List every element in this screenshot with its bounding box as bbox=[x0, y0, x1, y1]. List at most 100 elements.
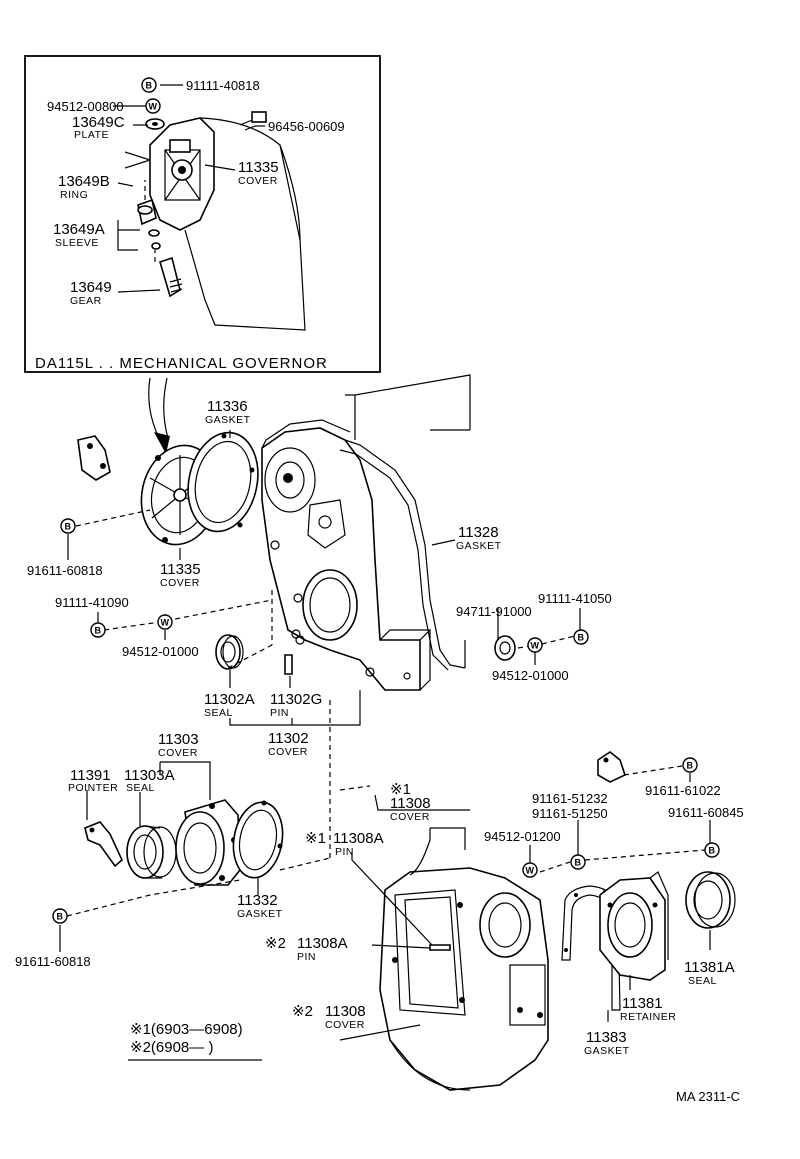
flywheel-housing-11308-drawing bbox=[379, 867, 549, 1091]
seal-11381A-drawing bbox=[685, 871, 736, 929]
part-11302G-number: 11302G bbox=[270, 691, 322, 708]
part-11302A-name: SEAL bbox=[204, 707, 233, 719]
bracket-drawing bbox=[77, 435, 111, 481]
svg-text:W: W bbox=[526, 866, 535, 876]
svg-text:B: B bbox=[95, 626, 102, 636]
part-96456-00609-number: 96456-00609 bbox=[268, 119, 345, 134]
part-11336-name: GASKET bbox=[205, 414, 251, 426]
legend-row-2: ※2(6908— ) bbox=[130, 1039, 213, 1056]
part-11328-number: 11328 bbox=[458, 524, 499, 541]
part-11308A-1-number: 11308A bbox=[333, 830, 384, 847]
inset-pointer-arrow bbox=[148, 377, 161, 441]
part-11308A-2-name: PIN bbox=[297, 951, 316, 963]
svg-text:B: B bbox=[709, 846, 716, 856]
part-11308-2-name: COVER bbox=[325, 1019, 365, 1031]
part-94512-01000-b-number: 94512-01000 bbox=[492, 668, 569, 683]
bolt-callout-icon: B bbox=[141, 77, 157, 93]
part-11335-name: COVER bbox=[160, 577, 200, 589]
svg-text:B: B bbox=[146, 81, 153, 91]
part-11308A-1-name: PIN bbox=[335, 846, 354, 858]
part-13649C-name: PLATE bbox=[74, 129, 109, 141]
svg-text:W: W bbox=[531, 641, 540, 651]
part-91111-40818-number: 91111-40818 bbox=[186, 78, 260, 93]
bolt-callout-icon: B bbox=[682, 757, 698, 773]
part-11381-name: RETAINER bbox=[620, 1011, 676, 1023]
part-11308A-series2-label: ※2 11308A PIN bbox=[265, 935, 348, 963]
part-94512-01000-a-number: 94512-01000 bbox=[122, 644, 199, 659]
part-94512-01200-number: 94512-01200 bbox=[484, 829, 561, 844]
legend-row-1: ※1(6903—6908) bbox=[130, 1021, 243, 1038]
washer-callout-icon: W bbox=[145, 98, 161, 114]
washer-callout-icon: W bbox=[527, 637, 543, 653]
part-11335-inset-number: 11335 bbox=[238, 159, 279, 176]
drawing-id: MA 2311-C bbox=[676, 1089, 740, 1104]
inset-sleeve-gear-drawing bbox=[117, 180, 183, 298]
part-11383-number: 11383 bbox=[586, 1029, 627, 1046]
part-11308-1-name: COVER bbox=[390, 811, 430, 823]
part-11336-number: 11336 bbox=[207, 398, 248, 415]
series-1-mark: ※1 bbox=[390, 781, 411, 798]
part-13649B-number: 13649B bbox=[58, 173, 110, 190]
part-11302-number: 11302 bbox=[268, 730, 309, 747]
washer-callout-icon: W bbox=[157, 614, 173, 630]
part-13649-number: 13649 bbox=[70, 279, 112, 296]
timing-gear-case-drawing bbox=[77, 374, 516, 691]
part-11308A-series1-label: ※1 11308A PIN bbox=[305, 830, 384, 858]
part-94512-00800-number: 94512-00800 bbox=[47, 99, 124, 114]
bolt-callout-icon: B bbox=[60, 518, 76, 534]
part-11328-name: GASKET bbox=[456, 540, 502, 552]
inset-frame bbox=[24, 55, 381, 373]
svg-text:B: B bbox=[57, 912, 64, 922]
svg-text:B: B bbox=[575, 858, 582, 868]
part-11383-name: GASKET bbox=[584, 1045, 630, 1057]
pointer-11391-drawing bbox=[84, 821, 123, 868]
svg-text:B: B bbox=[65, 522, 72, 532]
cover-11302-drawing bbox=[261, 427, 421, 691]
series-1-mark: ※1 bbox=[305, 830, 326, 847]
svg-text:W: W bbox=[149, 102, 158, 112]
svg-text:W: W bbox=[161, 618, 170, 628]
part-13649B-name: RING bbox=[60, 189, 88, 201]
part-11303-number: 11303 bbox=[158, 731, 199, 748]
gasket-11336-drawing bbox=[187, 431, 259, 533]
part-11391-number: 11391 bbox=[70, 767, 111, 784]
inset-cover-drawing bbox=[124, 111, 306, 331]
series-legend: ※1(6903—6908) ※2(6908— ) bbox=[128, 1021, 262, 1061]
part-91161-51232-number: 91161-51232 bbox=[532, 791, 608, 806]
part-11381A-number: 11381A bbox=[684, 959, 735, 976]
part-91611-60845-number: 91611-60845 bbox=[668, 805, 744, 820]
part-91161-51250-number: 91161-51250 bbox=[532, 806, 608, 821]
pin-11302G-drawing bbox=[284, 654, 293, 675]
part-11308-series2-label: ※2 11308 COVER bbox=[292, 1003, 366, 1031]
bolt-callout-icon: B bbox=[90, 622, 106, 638]
part-11381-number: 11381 bbox=[622, 995, 663, 1012]
part-91611-60818-b-number: 91611-60818 bbox=[15, 954, 91, 969]
part-11308A-2-number: 11308A bbox=[297, 935, 348, 952]
part-13649-name: GEAR bbox=[70, 295, 102, 307]
svg-text:B: B bbox=[687, 761, 694, 771]
part-91611-61022-number: 91611-61022 bbox=[645, 783, 721, 798]
seal-11302A-drawing bbox=[215, 634, 244, 670]
series-2-mark: ※2 bbox=[292, 1003, 313, 1020]
front-cover-11303-drawing bbox=[84, 799, 284, 886]
part-11391-name: POINTER bbox=[68, 782, 118, 794]
washer-callout-icon: W bbox=[522, 862, 538, 878]
part-11308-series1-label: ※1 11308 COVER bbox=[390, 781, 431, 823]
bolt-callout-icon: B bbox=[52, 908, 68, 924]
inset-title: DA115L . . MECHANICAL GOVERNOR bbox=[35, 355, 328, 372]
part-11335-inset-name: COVER bbox=[238, 175, 278, 187]
part-11303A-number: 11303A bbox=[124, 767, 175, 784]
part-11302G-name: PIN bbox=[270, 707, 289, 719]
part-11308-2-number: 11308 bbox=[325, 1003, 366, 1020]
part-13649A-number: 13649A bbox=[53, 221, 105, 238]
bolt-callout-icon: B bbox=[573, 629, 589, 645]
part-11332-number: 11332 bbox=[237, 892, 278, 909]
part-11335-number: 11335 bbox=[160, 561, 201, 578]
retainer-11381-drawing bbox=[599, 871, 669, 981]
part-11303A-name: SEAL bbox=[126, 782, 155, 794]
mechanical-governor-inset: DA115L . . MECHANICAL GOVERNOR bbox=[24, 55, 381, 373]
part-11302A-number: 11302A bbox=[204, 691, 255, 708]
part-13649A-name: SLEEVE bbox=[55, 237, 99, 249]
